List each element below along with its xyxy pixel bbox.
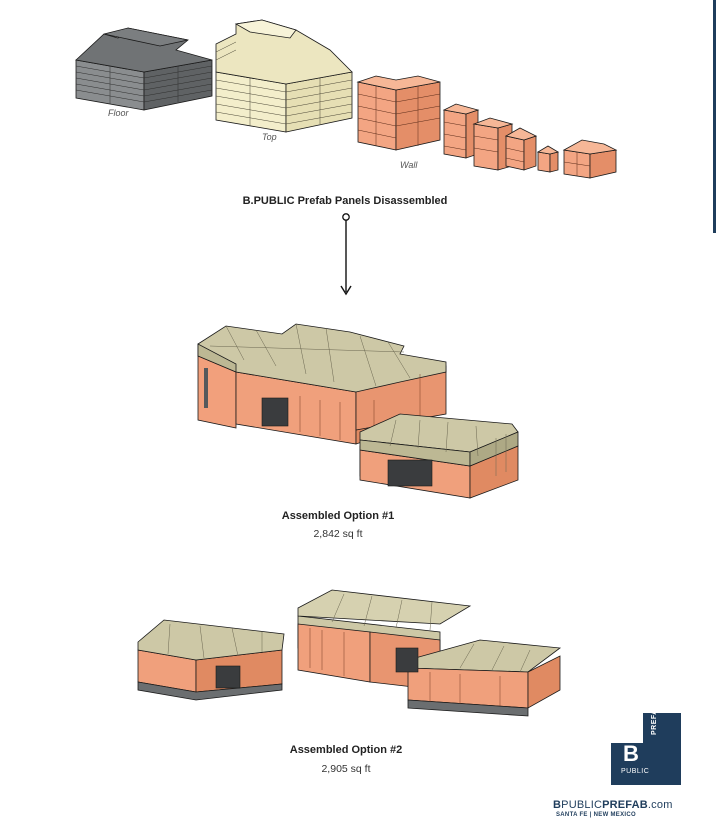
option-1-area: 2,842 sq ft — [313, 528, 363, 540]
logo-letter: B — [623, 741, 639, 766]
bpublic-prefab-logo: B PUBLIC PREFAB — [611, 704, 681, 785]
down-arrow-icon — [340, 213, 352, 296]
logo-mark-icon — [611, 713, 681, 785]
option-2-title: Assembled Option #2 — [289, 744, 403, 756]
brand-location: SANTA FE | NEW MEXICO — [556, 812, 636, 818]
option-1-title: Assembled Option #1 — [281, 510, 395, 522]
option-2-area: 2,905 sq ft — [321, 763, 371, 775]
logo-sub: PUBLIC — [621, 768, 650, 775]
brand-url: BPUBLICPREFAB.com — [553, 799, 673, 811]
floor-label: Floor — [108, 108, 129, 118]
wall-label: Wall — [400, 160, 418, 170]
disassembled-caption: B.PUBLIC Prefab Panels Disassembled — [242, 195, 448, 207]
top-label: Top — [262, 132, 277, 142]
logo-vertical-text: PREFAB — [651, 703, 658, 735]
side-accent-rule — [713, 0, 716, 233]
